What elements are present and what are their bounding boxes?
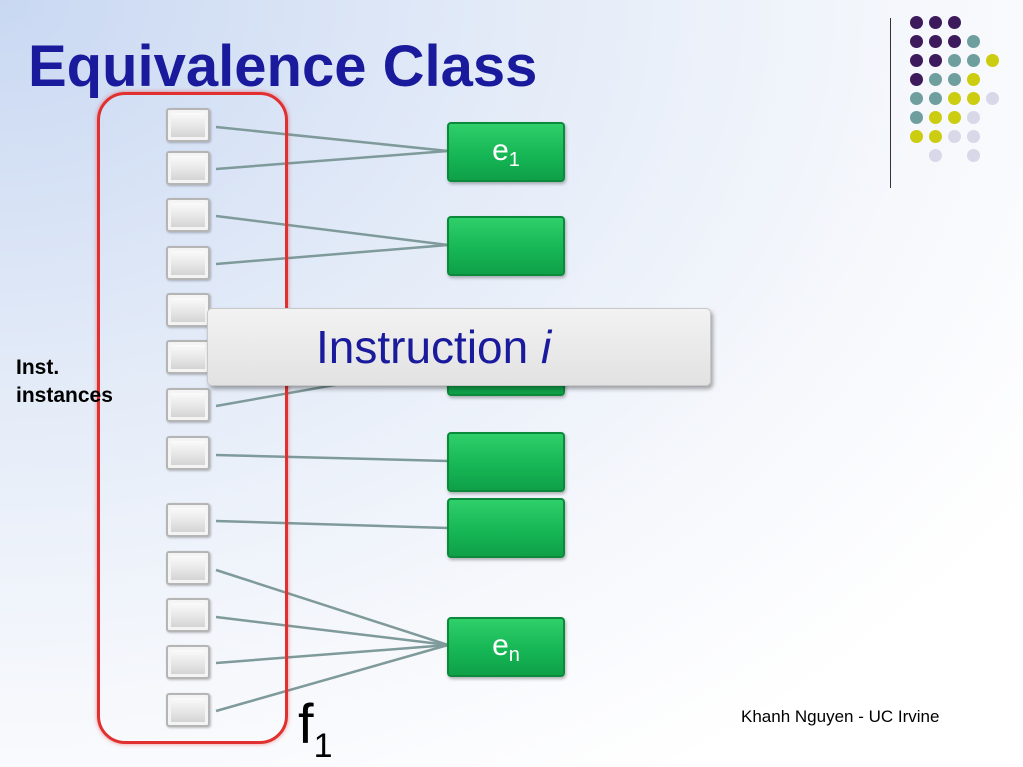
decorative-dot (986, 54, 999, 67)
connector-line (215, 149, 449, 171)
equivalence-class-box-last: en (447, 617, 565, 677)
connector-line (215, 568, 449, 647)
decorative-dot (967, 130, 980, 143)
class-label-base: e (492, 629, 509, 662)
decorative-dot (948, 111, 961, 124)
instruction-instance-box (166, 598, 210, 632)
instruction-instance-box (166, 388, 210, 422)
decorative-dot (929, 149, 942, 162)
decorative-dot (929, 73, 942, 86)
instruction-instance-box (166, 340, 210, 374)
instruction-instance-box (166, 293, 210, 327)
decorative-dot (948, 92, 961, 105)
equivalence-class-box (447, 498, 565, 558)
instruction-instance-box (166, 436, 210, 470)
decorative-dot (929, 35, 942, 48)
connector-line (215, 214, 449, 247)
decorative-dot (929, 92, 942, 105)
decorative-divider (890, 18, 891, 188)
class-label-base: e (492, 134, 509, 167)
decorative-dot (910, 111, 923, 124)
instances-label-line1: Inst. (16, 356, 60, 379)
instruction-instance-box (166, 246, 210, 280)
instruction-instance-box (166, 108, 210, 142)
instances-label: Inst. instances (16, 354, 113, 410)
decorative-dot (910, 16, 923, 29)
function-group-outline (97, 92, 288, 744)
slide-title: Equivalence Class (28, 34, 538, 99)
class-label-sub: n (508, 644, 520, 666)
decorative-dot (910, 73, 923, 86)
decorative-dot (967, 35, 980, 48)
equivalence-class-box (447, 216, 565, 276)
decorative-dot (948, 16, 961, 29)
callout-text: Instruction (316, 321, 529, 373)
decorative-dot (967, 73, 980, 86)
connector-line (215, 243, 449, 266)
decorative-dot (948, 35, 961, 48)
footer-author: Khanh Nguyen - UC Irvine (741, 707, 940, 726)
connector-line (215, 519, 449, 530)
decorative-dot (910, 35, 923, 48)
connector-line (215, 453, 449, 463)
decorative-dot (929, 130, 942, 143)
decorative-dot (967, 92, 980, 105)
decorative-dot (910, 54, 923, 67)
decorative-dot-grid (910, 16, 1010, 166)
connector-line (215, 643, 449, 665)
decorative-dot (910, 92, 923, 105)
class-label-sub: 1 (508, 149, 520, 171)
decorative-dot (929, 111, 942, 124)
instruction-instance-box (166, 645, 210, 679)
decorative-dot (967, 149, 980, 162)
instruction-callout: Instruction i (207, 308, 711, 386)
instances-label-line2: instances (16, 384, 113, 407)
instruction-instance-box (166, 693, 210, 727)
instruction-instance-box (166, 551, 210, 585)
group-label-sub: 1 (313, 727, 333, 765)
equivalence-class-box (447, 432, 565, 492)
group-label: f1 (298, 692, 332, 763)
decorative-dot (929, 54, 942, 67)
connector-line (215, 125, 449, 153)
connector-line (215, 615, 449, 647)
decorative-dot (948, 130, 961, 143)
connector-line (215, 643, 449, 713)
instruction-instance-box (166, 198, 210, 232)
callout-variable: i (541, 321, 552, 373)
decorative-dot (967, 54, 980, 67)
instruction-instance-box (166, 503, 210, 537)
decorative-dot (948, 54, 961, 67)
decorative-dot (929, 16, 942, 29)
group-label-base: f (298, 692, 314, 755)
decorative-dot (986, 92, 999, 105)
equivalence-class-box-first: e1 (447, 122, 565, 182)
decorative-dot (910, 130, 923, 143)
decorative-dot (948, 73, 961, 86)
instruction-instance-box (166, 151, 210, 185)
decorative-dot (967, 111, 980, 124)
